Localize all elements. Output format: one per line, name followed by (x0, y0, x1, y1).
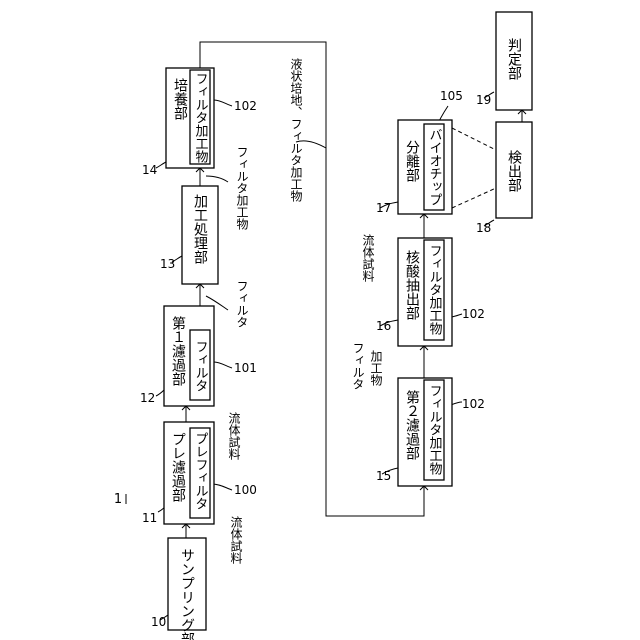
nucleic-extraction-title: 核酸抽出部 (404, 250, 420, 320)
leader-100 (212, 484, 232, 490)
processing-ref-number: 13 (160, 257, 175, 271)
second-filter-product-ref-number: 102 (462, 397, 485, 411)
flow-label-fluid-sample-1: 流体試料 (229, 516, 243, 564)
arrow-10-11 (182, 524, 190, 538)
nucleic-extraction-ref-number: 16 (376, 319, 391, 333)
block-nucleic-extraction: 核酸抽出部 フィルタ加工物 16 102 (376, 238, 485, 346)
figure-label: 1 (111, 492, 126, 507)
leader-flow-filter-product (206, 176, 228, 182)
flow-label-filter: フィルタ (235, 280, 249, 328)
culture-ref-number: 14 (142, 163, 157, 177)
filter-label: フィルタ (193, 340, 208, 392)
separation-title: 分離部 (404, 140, 420, 182)
leader-101 (214, 362, 232, 368)
judgment-ref-number: 19 (476, 93, 491, 107)
flow-label-filter-product: フィルタ加工物 (235, 146, 249, 230)
arrow-13-14 (196, 168, 204, 186)
processing-label: 加工処理部 (192, 194, 208, 264)
second-filter-unit-ref-number: 15 (376, 469, 391, 483)
dashed-105-18 (452, 128, 496, 208)
block-separation: 分離部 バイオチップ 17 105 (376, 89, 463, 215)
second-filter-unit-title: 第２濾過部 (404, 389, 420, 460)
flow-label-fluid-sample-3: 流体試料 (361, 234, 375, 282)
culture-filter-product-label: フィルタ加工物 (193, 72, 209, 164)
flow-label-liquid-medium-filter-product: 液状培地、フィルタ加工物 (289, 57, 303, 202)
arrow-11-12 (182, 406, 190, 422)
filter-ref-number: 101 (234, 361, 257, 375)
detection-ref-number: 18 (476, 221, 491, 235)
flow-label-fluid-sample-2: 流体試料 (227, 412, 241, 460)
block-sampling: サンプリング部 10 (151, 538, 206, 640)
sampling-ref-number: 10 (151, 615, 166, 629)
culture-title: 培養部 (172, 78, 188, 120)
block-detection: 検出部 18 (476, 122, 532, 235)
arrow-18-19 (518, 110, 526, 122)
biochip-label: バイオチップ (427, 128, 443, 206)
pre-filter-label: プレフィルタ (193, 432, 208, 510)
detection-label: 検出部 (506, 150, 522, 192)
pre-filter-unit-title: プレ濾過部 (170, 432, 186, 502)
first-filter-unit-ref-number: 12 (140, 391, 155, 405)
sampling-label: サンプリング部 (179, 548, 195, 640)
arrow-12-13 (196, 284, 204, 306)
nucleic-filter-product-ref-number: 102 (462, 307, 485, 321)
arrow-16-17 (420, 214, 428, 238)
block-processing: 加工処理部 13 (160, 186, 218, 284)
second-filter-product-label: フィルタ加工物 (427, 384, 443, 476)
nucleic-filter-product-label: フィルタ加工物 (427, 244, 443, 336)
flow-label-filter-product-split-1: フィルタ (351, 342, 365, 390)
leader-14 (156, 162, 166, 168)
culture-filter-product-ref-number: 102 (234, 99, 257, 113)
first-filter-unit-title: 第１濾過部 (170, 315, 186, 386)
separation-ref-number: 17 (376, 201, 391, 215)
biochip-ref-number: 105 (440, 89, 463, 103)
judgment-label: 判定部 (506, 38, 522, 80)
leader-102-a (214, 100, 232, 106)
leader-12 (156, 390, 164, 396)
arrow-15-16 (420, 346, 428, 378)
pre-filter-unit-ref-number: 11 (142, 511, 157, 525)
flow-label-filter-product-split-2: 加工物 (369, 350, 383, 386)
pre-filter-ref-number: 100 (234, 483, 257, 497)
block-judgment: 判定部 19 (476, 12, 532, 110)
